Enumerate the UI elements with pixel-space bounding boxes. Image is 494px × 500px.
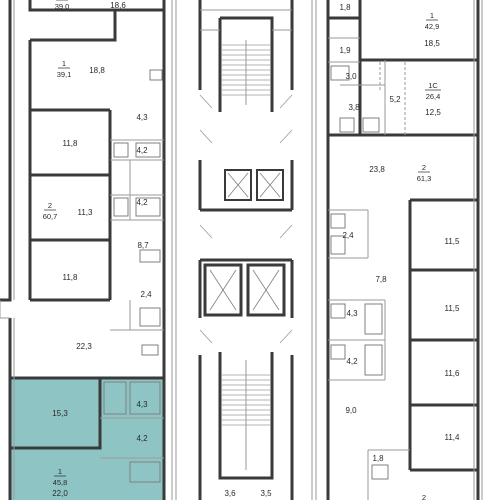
svg-text:1: 1 <box>58 467 62 476</box>
apartment-tag-8[interactable]: 2 <box>422 493 426 500</box>
core-thin-walls <box>171 0 317 500</box>
room-area-2-4-a: 2,4 <box>140 290 152 299</box>
stair-treads-top <box>222 44 270 96</box>
right-bath-fixtures <box>330 65 389 480</box>
svg-text:61,3: 61,3 <box>417 174 432 183</box>
room-area-4-2-d: 4,2 <box>346 357 358 366</box>
elevator-shafts-upper <box>224 169 284 201</box>
room-area-23-8: 23,8 <box>369 165 385 174</box>
room-labels: 18,6 18,8 4,3 11,8 4,2 4,2 11,3 8,7 11,8… <box>52 1 460 498</box>
right-wing-walls <box>326 0 480 500</box>
apartment-tags: 1 39,0 1 39,1 2 60,7 1 45,8 1 42,9 1C 26… <box>43 0 441 500</box>
room-area-8-7: 8,7 <box>137 241 149 250</box>
left-bath-fixtures <box>103 69 163 483</box>
room-area-11-5-a: 11,5 <box>445 237 461 246</box>
right-facade-windows <box>473 0 483 500</box>
room-area-3-6: 3,6 <box>224 489 236 498</box>
svg-text:42,9: 42,9 <box>425 22 440 31</box>
room-area-1-8-b: 1,8 <box>372 454 384 463</box>
room-area-18-5: 18,5 <box>424 39 440 48</box>
room-area-5-2: 5,2 <box>389 95 401 104</box>
room-area-1-8-a: 1,8 <box>339 3 351 12</box>
right-wing-thin-walls <box>328 37 410 500</box>
apartment-tag-5[interactable]: 1 42,9 <box>425 11 440 31</box>
room-area-15-3: 15,3 <box>52 409 68 418</box>
core-doors <box>199 94 293 344</box>
room-area-18-6: 18,6 <box>110 1 126 10</box>
stair-treads-bottom <box>222 374 270 426</box>
room-area-11-8-a: 11,8 <box>63 139 79 148</box>
room-area-9-0: 9,0 <box>345 406 357 415</box>
room-area-11-3: 11,3 <box>78 208 94 217</box>
apartment-tag-6[interactable]: 1C 26,4 <box>425 81 441 101</box>
room-area-3-5: 3,5 <box>260 489 272 498</box>
left-wing-walls <box>0 0 166 500</box>
room-area-11-4: 11,4 <box>445 433 461 442</box>
room-area-7-8: 7,8 <box>375 275 387 284</box>
room-area-3-8: 3,8 <box>348 103 360 112</box>
svg-text:2: 2 <box>422 493 426 500</box>
apartment-tag-7[interactable]: 2 61,3 <box>417 163 432 183</box>
apartment-tag-1[interactable]: 1 39,0 <box>55 0 70 11</box>
core-walls <box>198 0 294 500</box>
room-area-22-3: 22,3 <box>76 342 92 351</box>
svg-text:2: 2 <box>48 201 52 210</box>
svg-text:26,4: 26,4 <box>426 92 441 101</box>
elevator-shafts-lower <box>203 263 286 317</box>
svg-text:1C: 1C <box>428 81 438 90</box>
svg-text:60,7: 60,7 <box>43 212 58 221</box>
apartment-tag-2[interactable]: 1 39,1 <box>57 59 72 79</box>
room-area-2-4-b: 2,4 <box>342 231 354 240</box>
room-area-11-6: 11,6 <box>445 369 461 378</box>
room-area-4-2-c: 4,2 <box>136 434 148 443</box>
svg-text:1: 1 <box>430 11 434 20</box>
svg-text:39,1: 39,1 <box>57 70 72 79</box>
left-wing-thin-walls <box>0 139 164 459</box>
room-area-4-3-b: 4,3 <box>136 400 148 409</box>
room-area-4-3-a: 4,3 <box>136 113 148 122</box>
svg-text:2: 2 <box>422 163 426 172</box>
room-area-3-0: 3,0 <box>345 72 357 81</box>
room-area-4-2-b: 4,2 <box>136 198 148 207</box>
svg-text:1: 1 <box>62 59 66 68</box>
room-area-4-3-c: 4,3 <box>346 309 358 318</box>
room-area-22-0: 22,0 <box>52 489 68 498</box>
highlighted-apartment[interactable] <box>11 378 164 500</box>
room-area-11-8-b: 11,8 <box>63 273 79 282</box>
apartment-tag-3[interactable]: 2 60,7 <box>43 201 58 221</box>
elevator-crosses-lower <box>209 269 280 311</box>
room-area-18-8: 18,8 <box>89 66 105 75</box>
room-area-12-5: 12,5 <box>425 108 441 117</box>
room-area-4-2-a: 4,2 <box>136 146 148 155</box>
right-wing-dashed <box>379 62 406 135</box>
svg-text:45,8: 45,8 <box>53 478 68 487</box>
elevator-crosses-upper <box>227 172 281 198</box>
room-area-11-5-b: 11,5 <box>445 304 461 313</box>
apartment-tag-4[interactable]: 1 45,8 <box>53 467 68 487</box>
svg-text:39,0: 39,0 <box>55 2 70 11</box>
room-area-1-9: 1,9 <box>339 46 351 55</box>
